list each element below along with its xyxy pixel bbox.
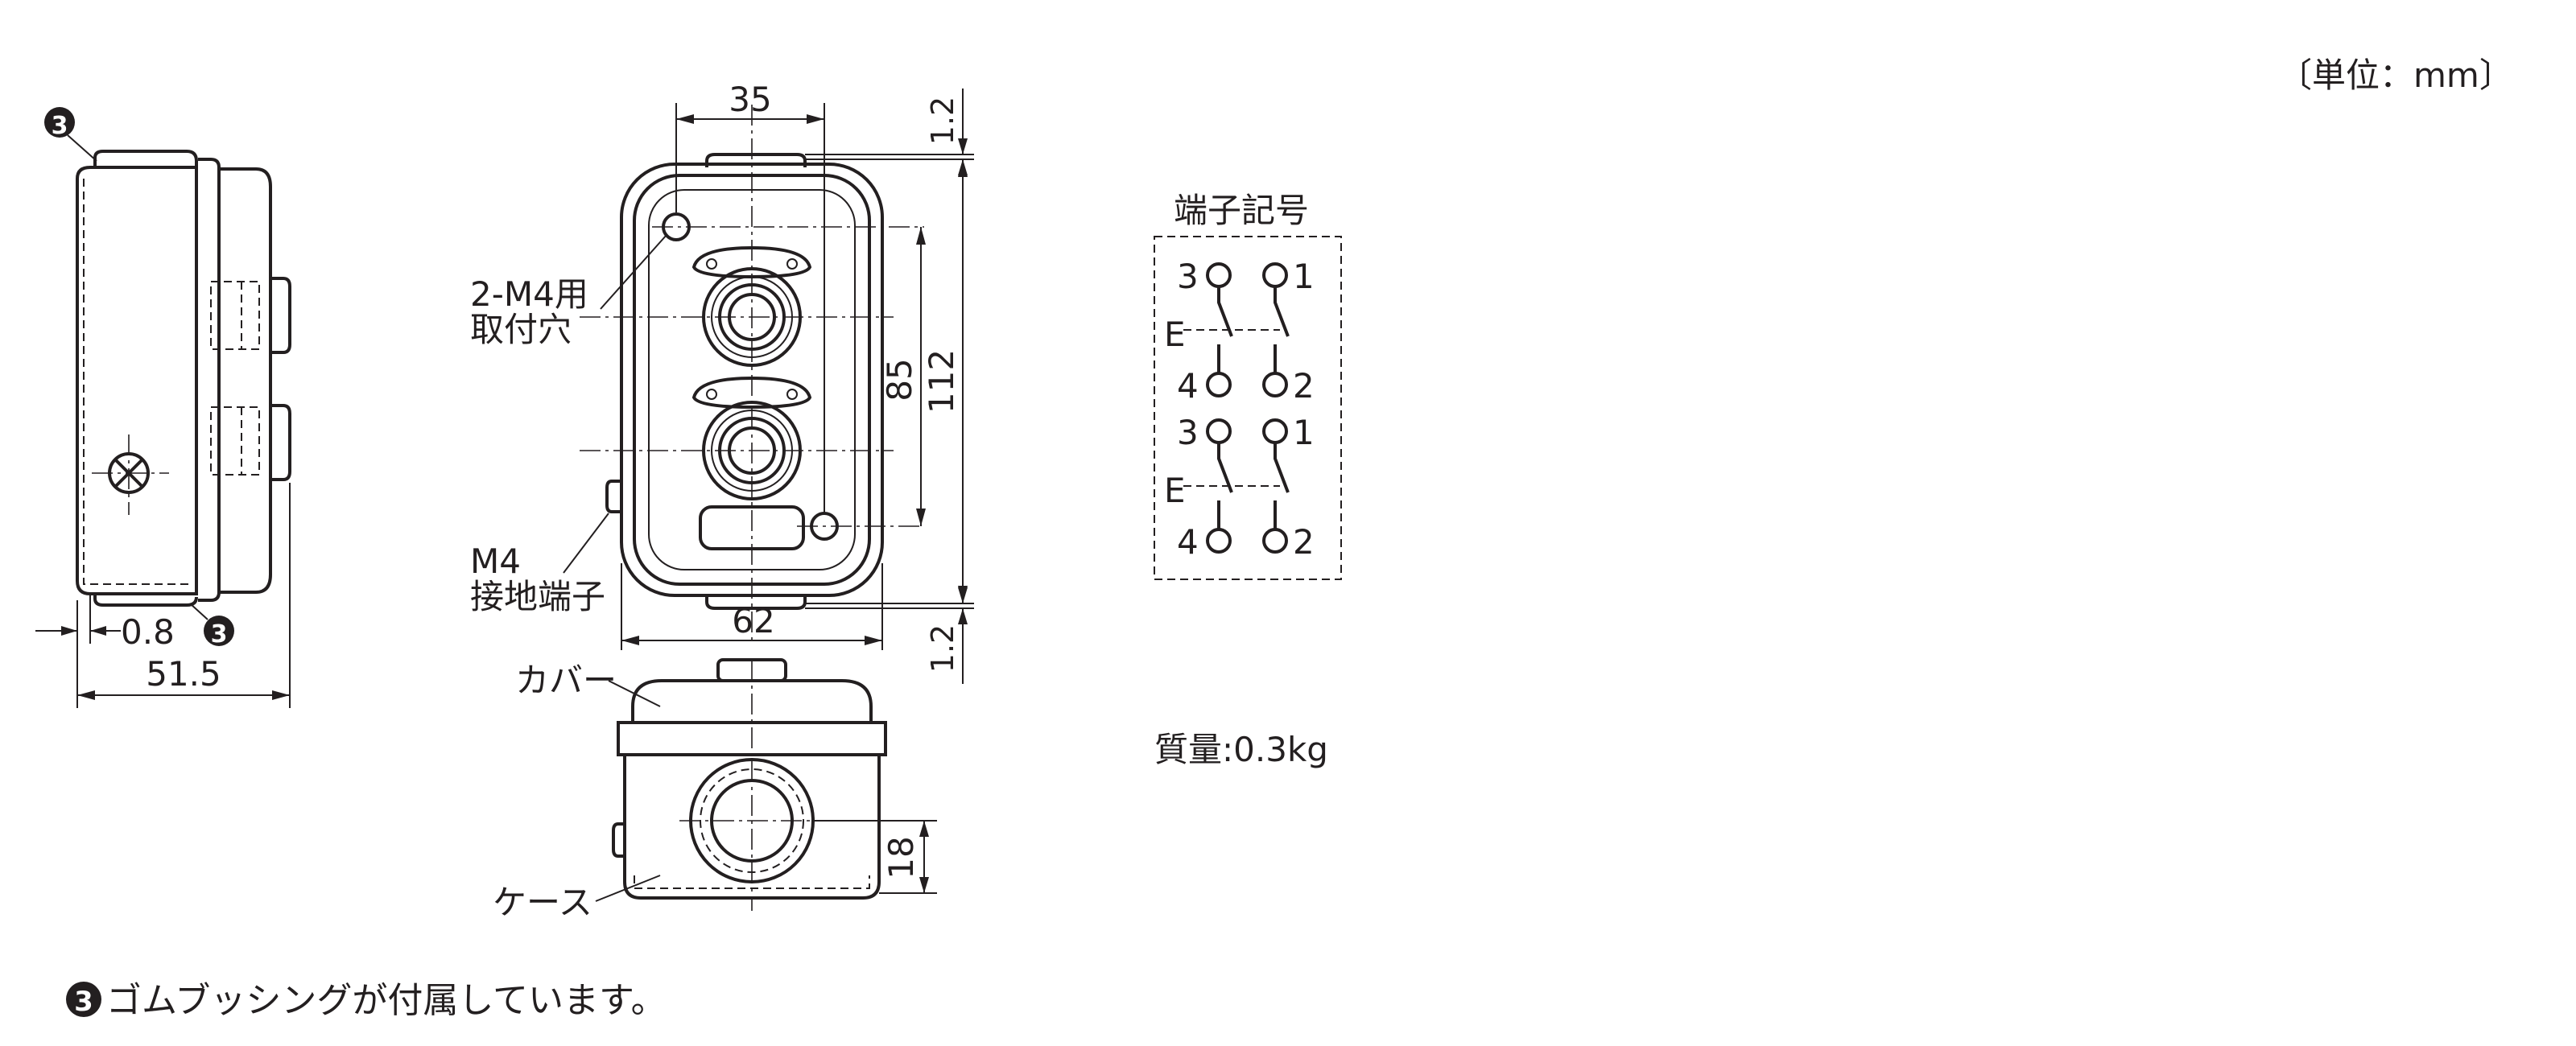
unit-label: 〔単位：mm〕 (2278, 56, 2513, 95)
note-text: ゴムブッシングが付属しています。 (106, 980, 667, 1021)
t-2-b: 2 (1293, 522, 1315, 562)
dim-1-2-top: 1.2 (925, 97, 960, 145)
item3-badge-top: 3 (52, 112, 68, 140)
bottom-view: 18 カバー ケース (493, 658, 937, 922)
t-3-a: 3 (1177, 257, 1199, 296)
t-e-a: E (1164, 315, 1186, 354)
t-4-a: 4 (1177, 366, 1199, 406)
dim-1-2-bottom: 1.2 (925, 624, 960, 673)
footnote: 3 ゴムブッシングが付属しています。 (66, 980, 667, 1021)
t-4-b: 4 (1177, 522, 1199, 562)
label-case: ケース (493, 883, 592, 922)
label-ground-2: 接地端子 (470, 577, 605, 616)
item3-badge-bottom: 3 (211, 620, 228, 649)
dim-62: 62 (732, 601, 774, 640)
dim-0-8: 0.8 (121, 612, 175, 652)
note-badge: 3 (74, 986, 93, 1018)
label-ground-1: M4 (470, 542, 521, 581)
t-1-b: 1 (1293, 413, 1315, 452)
front-view: 35 85 112 1.2 1.2 62 2-M4用 取付穴 M4 接地端子 (470, 80, 974, 684)
t-3-b: 3 (1177, 413, 1199, 452)
t-e-b: E (1164, 471, 1186, 510)
label-cover: カバー (515, 661, 617, 700)
mass-label: 質量:0.3kg (1154, 730, 1328, 769)
dim-85: 85 (880, 358, 919, 401)
terminal-title: 端子記号 (1174, 191, 1309, 230)
terminal-diagram: 端子記号 3 1 E 4 2 3 1 E 4 2 (1154, 191, 1342, 580)
t-2-a: 2 (1293, 366, 1315, 406)
dim-35: 35 (729, 80, 771, 119)
dim-51-5: 51.5 (146, 654, 221, 694)
label-mount-holes-1: 2-M4用 (470, 274, 588, 314)
side-view: 3 3 0.8 51.5 (35, 107, 291, 708)
t-1-a: 1 (1293, 257, 1315, 296)
label-mount-holes-2: 取付穴 (470, 310, 572, 349)
dim-112: 112 (922, 349, 961, 414)
dim-18: 18 (881, 836, 921, 879)
